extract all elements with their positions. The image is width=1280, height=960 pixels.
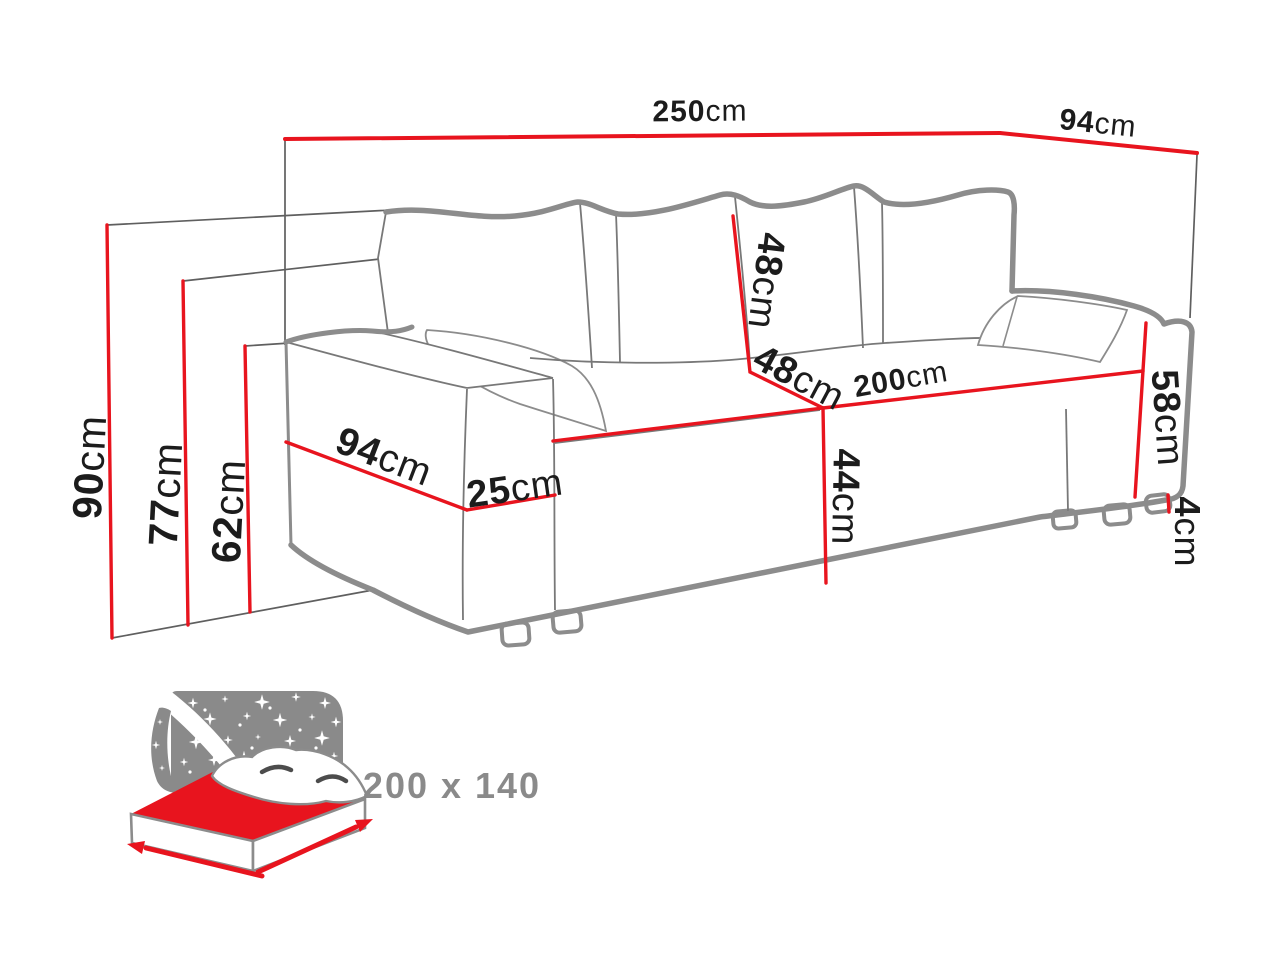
bed-mattress xyxy=(129,758,367,873)
dim-seat-height-label: 44cm xyxy=(823,448,867,546)
sofa-silhouette xyxy=(286,185,1192,632)
sofa-line-drawing xyxy=(283,183,1195,648)
dim-leg-height-label: 4cm xyxy=(1167,496,1208,568)
blanket xyxy=(210,745,369,806)
dim-total-height-label: 90cm xyxy=(63,413,116,521)
dim-total-width-label: 250cm xyxy=(652,94,748,129)
armrest-top-face xyxy=(286,331,553,388)
dim-armrest-height-label: 62cm xyxy=(202,457,255,565)
size-arrows xyxy=(127,819,373,879)
sleeping-area-size-label: 200 x 140 xyxy=(362,765,542,806)
dim-backrest-height-label: 77cm xyxy=(139,440,192,548)
dim-side-height-label: 58cm xyxy=(1142,368,1192,468)
sofa-seam-lines xyxy=(285,186,1106,621)
right-arm-pillow xyxy=(976,295,1129,364)
dimension-lines xyxy=(105,131,1199,640)
measure-extension-lines xyxy=(106,139,1198,639)
bed-night-sleeping-area-icon xyxy=(127,670,373,879)
crescent-shape xyxy=(151,707,176,793)
